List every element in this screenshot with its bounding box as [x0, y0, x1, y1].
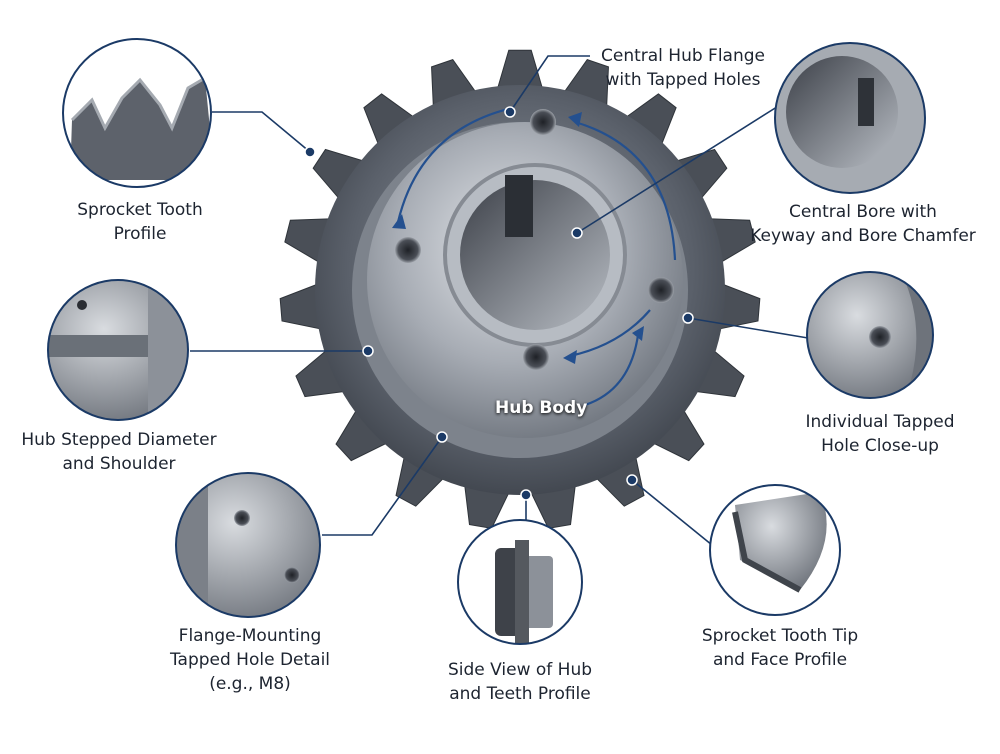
hub-side [525, 556, 553, 628]
arrow-path [396, 106, 513, 223]
label-sprocket-tooth-tip: Sprocket Tooth Tip and Face Profile [701, 626, 859, 670]
inset-stepped-diameter [47, 279, 189, 421]
tapped-hole [648, 277, 674, 303]
rotation-arrows [396, 106, 677, 407]
leader-dot [520, 489, 532, 501]
keyway [505, 175, 533, 237]
inset-ring [774, 42, 926, 194]
leader-dot [626, 474, 638, 486]
label-hub-body: Hub Body [495, 398, 588, 418]
label-central-bore: Central Bore with Keyway and Bore Chamfe… [750, 202, 976, 246]
label-individual-tapped-hole: Individual Tapped Hole Close-up [805, 412, 955, 456]
tapped-hole [530, 109, 556, 135]
leader-tapped-hole [687, 317, 809, 339]
inset-ring [62, 38, 212, 188]
arrow-heads [392, 112, 644, 364]
inset-ring [806, 271, 934, 399]
tapped-hole [395, 237, 421, 263]
tooth-shape [70, 78, 211, 180]
leader-dot [571, 227, 583, 239]
inset-ring [47, 279, 189, 421]
arrow-head [563, 350, 577, 364]
arrow-head [632, 326, 644, 341]
inset-tapped-hole [806, 271, 934, 399]
tapped-hole-detail [869, 326, 891, 348]
arrow-path [569, 309, 651, 358]
central-bore [460, 180, 610, 330]
arrow-path [574, 120, 677, 261]
leader-dot [682, 312, 694, 324]
tapped-hole-detail [234, 510, 250, 526]
leader-tooth-profile [212, 111, 311, 153]
tapped-hole-detail [77, 300, 87, 310]
leader-hub-flange [509, 55, 590, 113]
leader-dot [362, 345, 374, 357]
inset-tooth-profile [62, 38, 212, 188]
inset-flange-mounting [175, 472, 321, 618]
leader-lines [190, 55, 809, 546]
inset-central-bore [774, 42, 926, 194]
inset-ring [175, 472, 321, 618]
leader-bore [576, 104, 781, 234]
label-sprocket-tooth-profile: Sprocket Tooth Profile [77, 200, 203, 244]
leader-dot [304, 146, 316, 158]
arrow-path [584, 334, 640, 407]
tooth-tip-edge [732, 511, 802, 593]
tooth-row [515, 540, 529, 644]
label-side-view: Side View of Hub and Teeth Profile [447, 660, 593, 704]
leader-flange-mounting [322, 436, 443, 536]
inset-side-view [457, 519, 583, 645]
bore-keyway [858, 78, 874, 126]
inset-ring [709, 484, 841, 616]
tooth-edge [70, 76, 206, 132]
leader-dot [436, 431, 448, 443]
shoulder-face [148, 280, 188, 420]
arrow-head [392, 214, 406, 229]
leader-tooth-tip [631, 479, 713, 546]
label-flange-mounting: Flange-Mounting Tapped Hole Detail (e.g.… [169, 626, 331, 694]
label-central-hub-flange: Central Hub Flange with Tapped Holes [601, 46, 765, 90]
tapped-hole [523, 344, 549, 370]
tapped-hole-detail [284, 567, 300, 583]
inset-tooth-tip [709, 484, 841, 616]
arrow-head [568, 112, 582, 127]
leader-dots [304, 106, 694, 501]
bore-inner [786, 56, 898, 168]
label-hub-stepped-diameter: Hub Stepped Diameter and Shoulder [21, 430, 217, 474]
inset-ring [457, 519, 583, 645]
leader-dot [504, 106, 516, 118]
